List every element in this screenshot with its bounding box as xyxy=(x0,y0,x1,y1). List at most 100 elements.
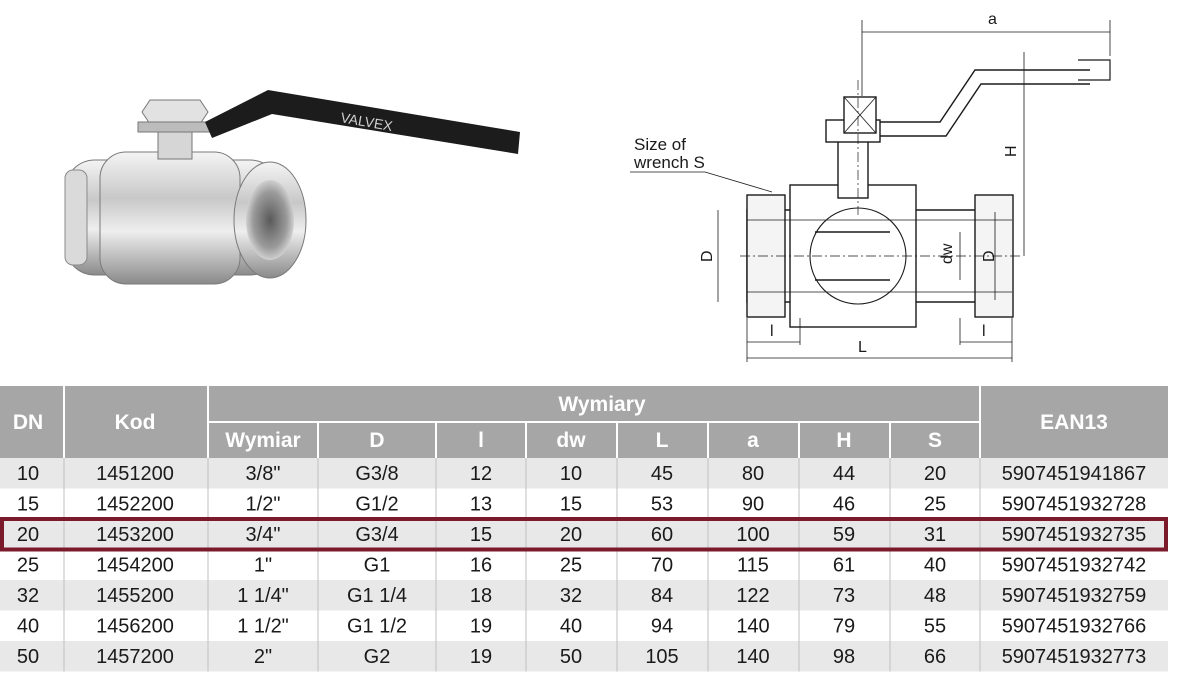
ball-valve-photo: VALVEX xyxy=(64,90,520,285)
table-cell-H: 59 xyxy=(833,524,855,546)
table-row-background xyxy=(0,641,1168,672)
table-cell-wymiar: 3/4" xyxy=(246,524,281,546)
table-cell-kod: 1451200 xyxy=(96,463,174,485)
table-row-background xyxy=(0,519,1168,550)
table-cell-dw: 50 xyxy=(560,646,582,668)
table-cell-a: 140 xyxy=(736,616,769,638)
header-L: L xyxy=(656,429,669,452)
dim-a-label: a xyxy=(988,11,997,28)
table-cell-dw: 25 xyxy=(560,555,582,577)
valve-stem xyxy=(137,99,213,160)
table-cell-S: 20 xyxy=(924,463,946,485)
header-l: l xyxy=(478,429,484,452)
header-D: D xyxy=(369,429,384,452)
table-cell-kod: 1455200 xyxy=(96,585,174,607)
header-ean13: EAN13 xyxy=(1040,411,1108,434)
table-cell-dn: 15 xyxy=(17,494,39,516)
table-cell-ean13: 5907451932728 xyxy=(1002,494,1147,516)
table-cell-kod: 1452200 xyxy=(96,494,174,516)
dim-L-label: L xyxy=(858,339,867,356)
table-cell-d: G2 xyxy=(364,646,391,668)
valve-body xyxy=(64,151,307,285)
table-row-background xyxy=(0,580,1168,611)
table-cell-d: G1 xyxy=(364,555,391,577)
table-cell-wymiar: 1/2" xyxy=(246,494,281,516)
table-cell-L: 60 xyxy=(651,524,673,546)
table-cell-a: 80 xyxy=(742,463,764,485)
table-row-background xyxy=(0,549,1168,580)
table-cell-dw: 10 xyxy=(560,463,582,485)
table-row-background xyxy=(0,488,1168,519)
header-dn: DN xyxy=(13,411,43,434)
table-cell-a: 140 xyxy=(736,646,769,668)
table-cell-ean13: 5907451932766 xyxy=(1002,616,1147,638)
header-wymiar: Wymiar xyxy=(225,429,300,452)
table-cell-dn: 25 xyxy=(17,555,39,577)
header-S: S xyxy=(928,429,942,452)
table-cell-S: 40 xyxy=(924,555,946,577)
header-a: a xyxy=(747,429,759,452)
table-cell-wymiar: 3/8" xyxy=(246,463,281,485)
table-cell-H: 46 xyxy=(833,494,855,516)
table-cell-l: 19 xyxy=(470,616,492,638)
header-dw: dw xyxy=(556,429,586,452)
table-cell-d: G3/4 xyxy=(355,524,398,546)
table-cell-dn: 32 xyxy=(17,585,39,607)
highlighted-row-frame xyxy=(0,517,1168,552)
spec-table-header: DN Kod Wymiary EAN13 Wymiar D l dw L a H… xyxy=(0,386,1168,458)
table-cell-dn: 10 xyxy=(17,463,39,485)
table-cell-l: 18 xyxy=(470,585,492,607)
dim-l-left-label: l xyxy=(770,323,774,340)
table-cell-kod: 1453200 xyxy=(96,524,174,546)
table-cell-wymiar: 2" xyxy=(254,646,272,668)
table-cell-l: 15 xyxy=(470,524,492,546)
table-cell-d: G1 1/4 xyxy=(347,585,407,607)
table-cell-a: 100 xyxy=(736,524,769,546)
wrench-label-line2: wrench S xyxy=(633,153,705,172)
table-cell-kod: 1456200 xyxy=(96,616,174,638)
table-cell-H: 61 xyxy=(833,555,855,577)
table-cell-L: 70 xyxy=(651,555,673,577)
table-cell-S: 48 xyxy=(924,585,946,607)
table-cell-dw: 32 xyxy=(560,585,582,607)
table-cell-a: 115 xyxy=(737,555,769,577)
table-cell-dw: 15 xyxy=(560,494,582,516)
table-cell-H: 73 xyxy=(833,585,855,607)
dim-H-label: H xyxy=(1003,145,1020,157)
header-wymiary: Wymiary xyxy=(558,393,645,416)
table-cell-l: 12 xyxy=(470,463,492,485)
dim-dw-label: dw xyxy=(939,243,956,264)
table-cell-L: 94 xyxy=(651,616,673,638)
table-cell-l: 19 xyxy=(470,646,492,668)
table-cell-L: 105 xyxy=(645,646,678,668)
spec-table: DN Kod Wymiary EAN13 Wymiar D l dw L a H… xyxy=(0,386,1168,672)
table-cell-a: 90 xyxy=(742,494,764,516)
table-cell-d: G1 1/2 xyxy=(347,616,407,638)
table-cell-L: 45 xyxy=(651,463,673,485)
table-cell-H: 79 xyxy=(833,616,855,638)
wrench-label-line1: Size of xyxy=(634,135,686,154)
table-cell-L: 53 xyxy=(651,494,673,516)
table-cell-kod: 1457200 xyxy=(96,646,174,668)
table-row-background xyxy=(0,610,1168,641)
table-cell-ean13: 5907451932773 xyxy=(1002,646,1147,668)
dim-l-right-label: l xyxy=(982,323,986,340)
technical-drawing: a H D D dw l l L Size of wrench S xyxy=(630,11,1111,362)
table-cell-H: 44 xyxy=(833,463,855,485)
table-cell-H: 98 xyxy=(833,646,855,668)
dim-D-right-label: D xyxy=(981,250,998,262)
table-cell-wymiar: 1 1/4" xyxy=(237,585,289,607)
table-cell-S: 31 xyxy=(924,524,946,546)
table-cell-ean13: 5907451932759 xyxy=(1002,585,1147,607)
dim-D-left-label: D xyxy=(699,250,716,262)
table-cell-ean13: 5907451941867 xyxy=(1002,463,1147,485)
table-cell-S: 25 xyxy=(924,494,946,516)
table-cell-l: 13 xyxy=(470,494,492,516)
